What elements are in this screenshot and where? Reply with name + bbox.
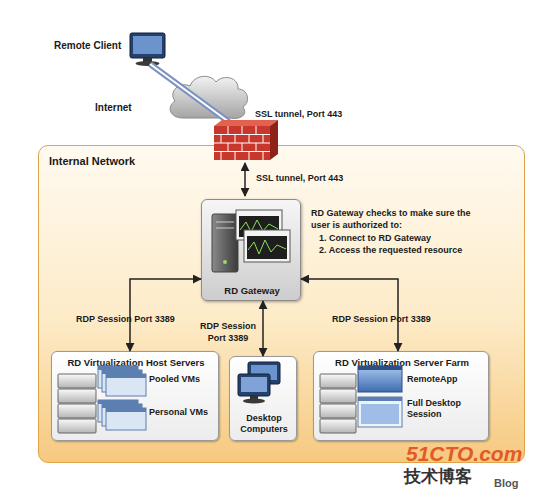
host-servers-box: RD Virtualization Host ServersPooled VMs… — [51, 351, 219, 441]
node-heading: Internet — [95, 102, 155, 113]
desktop-box: Desktop Computers — [229, 356, 297, 441]
node-item-label: Full Desktop Session — [407, 398, 482, 420]
gateway-note: RD Gateway checks to make sure the user … — [311, 207, 471, 231]
watermark: 51CTO.com — [406, 440, 534, 467]
node-heading: RD Gateway — [202, 285, 302, 296]
server-farm-box: RD Virtualization Server FarmRemoteAppFu… — [313, 351, 489, 441]
connector-label: RDP Session Port 3389 — [332, 313, 462, 325]
node-heading: Remote Client — [54, 40, 130, 51]
watermark: 技术博客 — [404, 466, 494, 488]
tunnel-label: SSL tunnel, Port 443 — [256, 172, 386, 184]
watermark: Blog — [494, 476, 534, 490]
gateway-note-item: 1. Connect to RD Gateway — [319, 232, 489, 244]
network-zone: Internal Network RD Gateway RD Virtualizat… — [38, 145, 525, 463]
node-heading: Internal Network — [49, 156, 249, 167]
gateway-box: RD Gateway — [201, 199, 301, 301]
cloud-shape — [165, 72, 250, 120]
node-item-label: Personal VMs — [149, 407, 219, 418]
client-monitor — [130, 33, 165, 66]
node-item-label: RemoteApp — [407, 374, 487, 385]
tunnel-label: SSL tunnel, Port 443 — [255, 108, 385, 120]
node-heading: Desktop Computers — [230, 413, 298, 435]
connector-label: RDP Session Port 3389 — [76, 313, 206, 325]
internet-cloud: Internet — [165, 72, 250, 120]
node-heading: RD Virtualization Server Farm — [314, 357, 490, 368]
connector-label: RDP Session Port 3389 — [197, 320, 259, 344]
node-heading: RD Virtualization Host Servers — [52, 357, 220, 368]
cloud-outline — [170, 76, 247, 118]
client-node: Remote Client — [54, 38, 130, 54]
node-item-label: Pooled VMs — [149, 374, 219, 385]
gateway-note-item: 2. Access the requested resource — [319, 244, 489, 256]
